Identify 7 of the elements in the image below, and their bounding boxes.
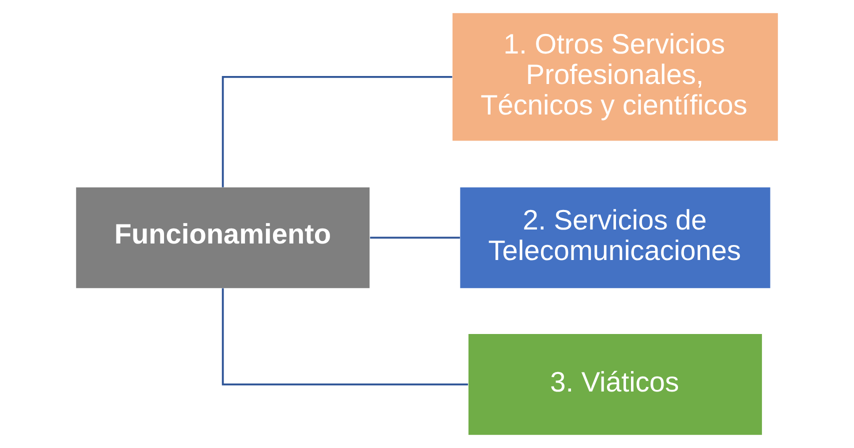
- node-box: Funcionamiento: [76, 187, 370, 288]
- connector: [222, 288, 468, 386]
- node-box: 2. Servicios de Telecomunicaciones: [460, 187, 770, 288]
- connector: [370, 236, 460, 239]
- node-box: 1. Otros Servicios Profesionales, Técnicos y científicos: [452, 13, 778, 141]
- connector: [222, 76, 452, 188]
- node-box: 3. Viáticos: [468, 334, 762, 435]
